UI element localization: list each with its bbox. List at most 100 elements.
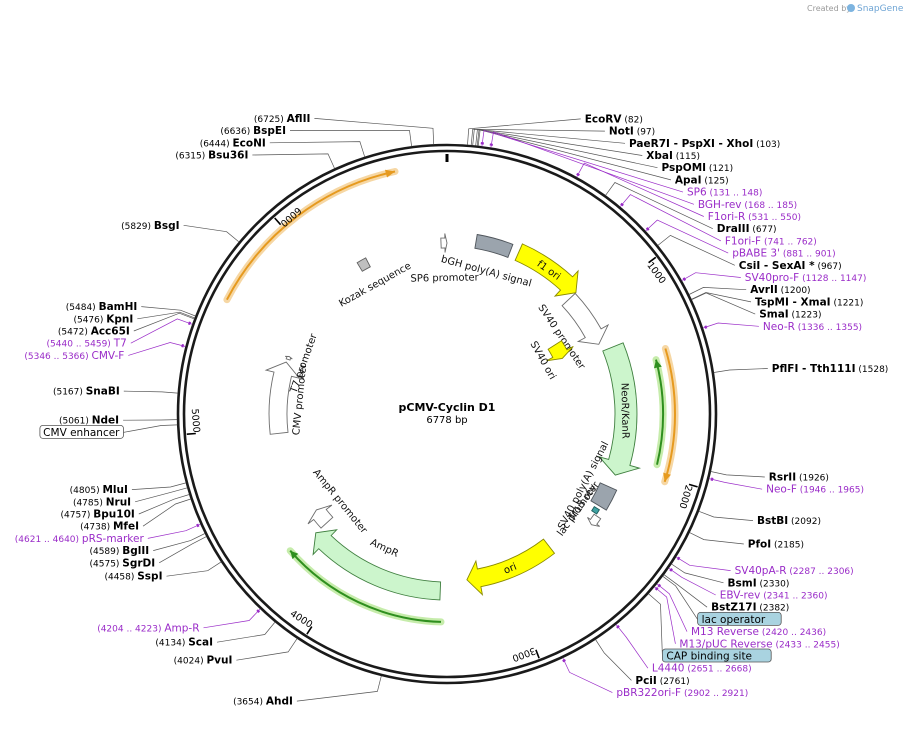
leader-line xyxy=(289,130,412,147)
enzyme-name: NdeI xyxy=(92,415,119,427)
feature-box xyxy=(662,648,772,663)
primer-mark xyxy=(704,325,708,329)
leader-line xyxy=(470,128,605,146)
leader-line xyxy=(131,482,186,490)
primer-range: (2287 .. 2306) xyxy=(787,567,854,577)
enzyme-site: (4458) xyxy=(104,573,137,583)
primer-mark xyxy=(657,583,662,588)
label-layer: EcoRV (82)NotI (97)PaeR7I - PspXI - XhoI… xyxy=(15,113,889,708)
enzyme-name: BstBI xyxy=(757,515,788,527)
enzyme-site: (5061) xyxy=(59,417,92,427)
primer-range: (2420 .. 2436) xyxy=(759,628,826,638)
enzyme-site: (4785) xyxy=(73,498,106,508)
enzyme-label: (6636) BspEI xyxy=(220,125,286,137)
enzyme-name: PvuI xyxy=(206,655,232,667)
enzyme-site: (115) xyxy=(673,152,700,162)
enzyme-name: AvrII xyxy=(750,284,778,296)
leader-line xyxy=(133,312,195,332)
enzyme-label: (4575) SgrDI xyxy=(90,557,156,569)
primer-label: SV40pA-R (2287 .. 2306) xyxy=(735,565,854,577)
primer-name: SP6 xyxy=(687,187,707,199)
enzyme-site: (5476) xyxy=(73,315,106,325)
enzyme-site: (121) xyxy=(706,164,733,174)
enzyme-name: AflII xyxy=(287,113,311,125)
enzyme-label: PflFI - Tth111I (1528) xyxy=(772,363,889,375)
feature-box-label: lac operator xyxy=(702,614,766,626)
primer-mark xyxy=(196,523,200,528)
tick-6000 xyxy=(274,217,282,226)
enzyme-name: ApaI xyxy=(675,174,702,186)
enzyme-site: (6636) xyxy=(220,127,253,137)
leader-line xyxy=(153,533,206,551)
feature-box xyxy=(697,612,782,626)
primer-name: pBABE 3' xyxy=(732,248,780,260)
enzyme-label: (4785) NruI xyxy=(73,496,131,508)
enzyme-label: (4024) PvuI xyxy=(174,655,233,667)
credit: Created by SnapGene xyxy=(807,4,904,14)
primer-label: SV40pro-F (1128 .. 1147) xyxy=(745,272,867,284)
enzyme-label: (5484) BamHI xyxy=(66,301,138,313)
leader-line xyxy=(314,118,435,145)
feature-box-label: CAP binding site xyxy=(666,651,752,663)
leader-line xyxy=(681,272,741,281)
orf-4 xyxy=(289,550,442,623)
orf-3 xyxy=(655,359,664,465)
primer-label: L4440 (2651 .. 2668) xyxy=(652,663,752,675)
orf-2 xyxy=(663,348,676,483)
enzyme-site: (97) xyxy=(634,128,655,138)
leader-line xyxy=(709,478,763,490)
leader-line xyxy=(619,194,722,242)
enzyme-label: PaeR7I - PspXI - XhoI (103) xyxy=(629,138,780,150)
feature-ampr-promoter xyxy=(307,504,334,529)
leader-line xyxy=(137,311,195,320)
enzyme-label: (6315) Bsu36I xyxy=(175,150,248,162)
primer-range: (1128 .. 1147) xyxy=(799,274,866,284)
leader-line xyxy=(142,498,191,527)
enzyme-name: SspI xyxy=(137,571,162,583)
leader-line xyxy=(688,287,747,295)
enzyme-name: AhdI xyxy=(266,696,293,708)
enzyme-site: (677) xyxy=(750,225,777,235)
enzyme-label: (4458) SspI xyxy=(104,571,162,583)
primer-range: (2902 .. 2921) xyxy=(681,689,748,699)
enzyme-site: (1221) xyxy=(831,298,864,308)
enzyme-label: (5472) Acc65I xyxy=(58,326,130,338)
leader-line xyxy=(147,523,201,539)
feature-cmv-promoter xyxy=(264,361,301,435)
feature-kozak-sequence xyxy=(356,257,371,272)
primer-name: EBV-rev xyxy=(720,590,761,602)
enzyme-site: (2330) xyxy=(757,579,790,589)
feature-sv40-poly-a-signal xyxy=(590,482,618,511)
leader-line xyxy=(615,624,649,669)
leader-line xyxy=(576,162,704,217)
enzyme-site: (125) xyxy=(702,176,729,186)
enzyme-name: SmaI xyxy=(759,309,789,321)
enzyme-label: EcoRV (82) xyxy=(585,113,643,125)
enzyme-label: (3654) AhdI xyxy=(233,696,293,708)
enzyme-name: BsgI xyxy=(154,220,180,232)
plasmid-name: pCMV-Cyclin D1 xyxy=(399,401,496,414)
feature-label: ori xyxy=(502,562,518,577)
enzyme-label: (5476) KpnI xyxy=(73,313,133,325)
enzyme-label: BsmI (2330) xyxy=(728,577,790,589)
enzyme-label: RsrII (1926) xyxy=(769,472,829,484)
primer-range: (1946 .. 1965) xyxy=(797,486,864,496)
leader-line xyxy=(159,536,207,564)
tick-1000 xyxy=(648,256,657,264)
leader-line xyxy=(490,131,695,205)
primer-mark xyxy=(181,344,185,348)
primer-range: (5440 .. 5459) xyxy=(47,340,114,350)
orf-arrowhead xyxy=(663,472,671,482)
primer-range: (531 .. 550) xyxy=(745,213,801,223)
enzyme-site: (5167) xyxy=(53,388,86,398)
leader-line xyxy=(481,129,684,193)
enzyme-site: (6315) xyxy=(175,152,208,162)
leader-line xyxy=(648,593,663,657)
enzyme-name: DraIII xyxy=(717,223,750,235)
primer-range: (4204 .. 4223) xyxy=(97,624,164,634)
tick-2000 xyxy=(688,483,698,488)
enzyme-name: MluI xyxy=(102,484,127,496)
enzyme-label: (5167) SnaBI xyxy=(53,386,120,398)
primer-label: M13 Reverse (2420 .. 2436) xyxy=(691,626,826,638)
enzyme-site: (1926) xyxy=(796,474,829,484)
